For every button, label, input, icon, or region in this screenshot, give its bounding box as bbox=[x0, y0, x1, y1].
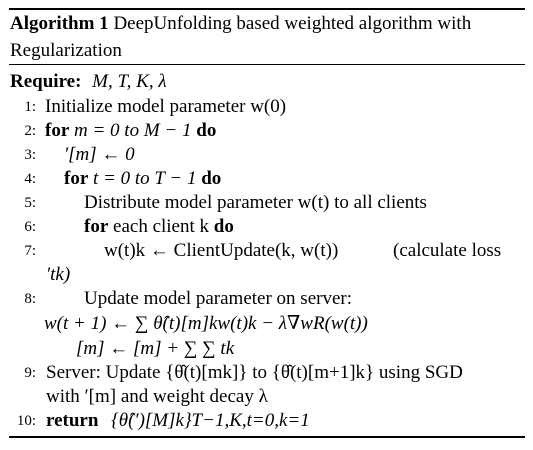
line-number: 2: bbox=[24, 123, 36, 139]
line-number: 9: bbox=[24, 365, 36, 381]
for-keyword: for bbox=[84, 216, 109, 237]
line-text: ′[m] ← 0 bbox=[64, 144, 135, 165]
bottom-rule bbox=[9, 436, 525, 438]
update-equation: w(t + 1) ← ∑ θ̂(t)[m]kw(t)k − λ∇wR(w(t)) bbox=[44, 313, 368, 334]
line-number: 6: bbox=[24, 219, 36, 235]
top-rule bbox=[9, 8, 525, 10]
require-keyword: Require: bbox=[10, 71, 82, 92]
do-keyword: do bbox=[213, 216, 234, 237]
do-keyword: do bbox=[201, 168, 222, 189]
line-text: w(t)k ← ClientUpdate(k, w(t)) bbox=[104, 240, 339, 261]
do-keyword: do bbox=[196, 120, 217, 141]
line-number: 4: bbox=[24, 171, 36, 187]
return-keyword: return bbox=[46, 410, 99, 431]
line-number: 10: bbox=[16, 413, 36, 429]
line-continuation: with ′[m] and weight decay λ bbox=[46, 386, 268, 407]
line-number: 1: bbox=[24, 99, 36, 115]
line-number: 7: bbox=[24, 243, 36, 259]
require-line: Require: M, T, K, λ bbox=[10, 71, 167, 93]
middle-rule bbox=[9, 64, 525, 65]
line-continuation: ′tk) bbox=[46, 264, 71, 285]
line-text: each client k bbox=[108, 216, 214, 237]
line-text: Initialize model parameter w(0) bbox=[45, 96, 287, 117]
for-keyword: for bbox=[45, 120, 70, 141]
line-text: Update model parameter on server: bbox=[84, 288, 352, 309]
algorithm-caption: Algorithm 1 DeepUnfolding based weighted… bbox=[10, 10, 525, 64]
line-text: {θ̂(′)[M]k}T−1,K,t=0,k=1 bbox=[111, 410, 310, 431]
algorithm-title: DeepUnfolding based weighted algorithm w… bbox=[10, 13, 472, 61]
line-text: Server: Update {θ̂(t)[mk]} to {θ̂(t)[m+1… bbox=[46, 362, 463, 383]
line-number: 5: bbox=[24, 195, 36, 211]
line-number: 8: bbox=[24, 291, 36, 307]
algorithm-label: Algorithm 1 bbox=[10, 13, 109, 34]
for-keyword: for bbox=[64, 168, 89, 189]
line-comment: (calculate loss bbox=[393, 240, 502, 261]
line-number: 3: bbox=[24, 147, 36, 163]
line-text: t = 0 to T − 1 bbox=[88, 168, 202, 189]
line-text: Distribute model parameter w(t) to all c… bbox=[84, 192, 427, 213]
line-text: m = 0 to M − 1 bbox=[69, 120, 197, 141]
accumulate-equation: [m] ← [m] + ∑ ∑ tk bbox=[76, 338, 235, 359]
require-vars: M, T, K, λ bbox=[92, 71, 167, 92]
